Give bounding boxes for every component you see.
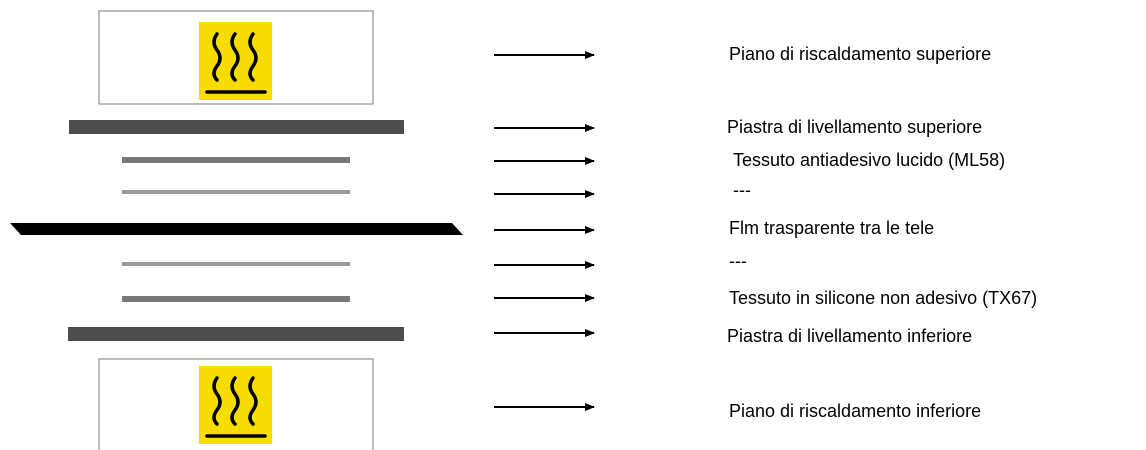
label-bottom-heating-plate: Piano di riscaldamento inferiore — [729, 401, 982, 421]
bottom-leveling-plate — [68, 327, 404, 341]
label-bottom-leveling-plate: Piastra di livellamento inferiore — [727, 326, 973, 346]
top-leveling-plate — [69, 120, 404, 134]
label-dash-lower: --- — [729, 251, 747, 271]
upper-light-layer — [122, 190, 350, 194]
label-top-heating-plate: Piano di riscaldamento superiore — [729, 44, 992, 64]
lower-light-layer — [122, 262, 350, 266]
label-dash-upper: --- — [733, 180, 751, 200]
label-transparent-film: Flm trasparente tra le tele — [729, 218, 935, 238]
label-glossy-release-fabric: Tessuto antiadesivo lucido (ML58) — [733, 150, 1006, 170]
glossy-release-fabric — [122, 157, 350, 163]
transparent-film — [10, 223, 463, 235]
silicone-fabric — [122, 296, 350, 302]
label-silicone-fabric: Tessuto in silicone non adesivo (TX67) — [729, 288, 1038, 308]
hot-surface-warning-icon — [199, 22, 272, 100]
hot-surface-warning-icon — [199, 366, 272, 444]
label-top-leveling-plate: Piastra di livellamento superiore — [727, 117, 983, 137]
